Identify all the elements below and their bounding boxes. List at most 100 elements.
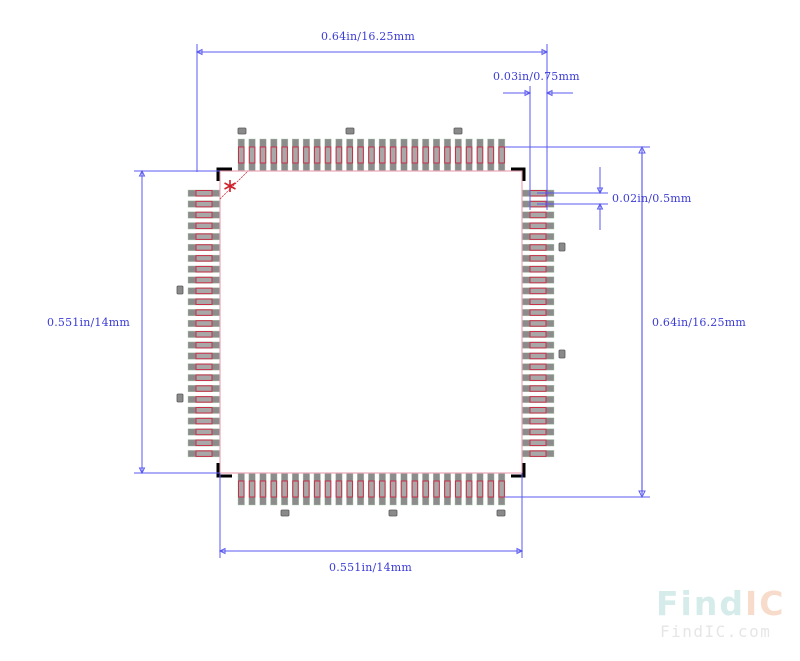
dimension-label-bottom-width: 0.551in/14mm xyxy=(329,561,413,574)
dimension-label-pad-length: 0.03in/0.75mm xyxy=(493,70,580,83)
pad-copper-outline xyxy=(195,385,213,392)
pad-copper-outline xyxy=(422,480,429,498)
pad-copper-outline xyxy=(529,374,547,381)
pads-left-column xyxy=(187,189,221,458)
pad-copper-outline xyxy=(529,450,547,457)
corner-mark-top-left xyxy=(216,167,232,181)
dimension-label-top-width: 0.64in/16.25mm xyxy=(321,30,415,43)
pad-copper-outline xyxy=(248,480,256,498)
pad-copper-outline xyxy=(195,233,213,240)
pad-copper-outline xyxy=(529,265,547,273)
pad-copper-outline xyxy=(529,341,547,349)
corner-mark-bottom-left xyxy=(216,463,232,478)
pad-copper-outline xyxy=(303,480,310,498)
pads-bottom-row xyxy=(237,472,506,506)
pad-copper-outline xyxy=(476,146,484,164)
pad-copper-outline xyxy=(529,320,547,327)
pad-copper-outline xyxy=(529,385,547,392)
pad-copper-outline xyxy=(498,146,505,164)
pad-copper-outline xyxy=(195,309,213,316)
pin1-chamfer-line xyxy=(219,170,249,200)
pad-copper-outline xyxy=(379,480,386,498)
pad-copper-outline xyxy=(529,309,547,316)
pad-copper-outline xyxy=(195,428,213,436)
pad-copper-outline xyxy=(324,480,332,498)
pad-copper-outline xyxy=(476,480,484,498)
pad-copper-outline xyxy=(195,298,213,305)
pad-copper-outline xyxy=(346,146,353,164)
pad-copper-outline xyxy=(303,146,310,164)
pad-copper-outline xyxy=(529,233,547,240)
pad-copper-outline xyxy=(379,146,386,164)
pad-copper-outline xyxy=(270,480,278,498)
pad-copper-outline xyxy=(389,480,397,498)
pad-copper-outline xyxy=(195,341,213,349)
pad-copper-outline xyxy=(259,146,267,164)
corner-mark-bottom-right xyxy=(511,463,526,478)
pad-copper-outline xyxy=(281,146,288,164)
pad-copper-outline xyxy=(281,480,288,498)
pad-copper-outline xyxy=(195,439,213,447)
pad-copper-outline xyxy=(195,255,213,262)
pad-copper-outline xyxy=(313,146,321,164)
pad-copper-outline xyxy=(346,480,353,498)
pads-right-column xyxy=(521,189,555,458)
pad-copper-outline xyxy=(368,480,375,498)
pad-copper-outline xyxy=(433,146,440,164)
pad-copper-outline xyxy=(195,320,213,327)
watermark-logo: FindIC xyxy=(656,586,785,622)
pad-copper-outline xyxy=(195,200,213,208)
pad-copper-outline xyxy=(259,480,267,498)
pad-copper-outline xyxy=(465,480,473,498)
pad-copper-outline xyxy=(195,287,213,295)
pad-copper-outline xyxy=(195,244,213,251)
pad-copper-outline xyxy=(529,417,547,425)
pad-copper-outline xyxy=(529,255,547,262)
pad-copper-outline xyxy=(444,480,451,498)
pad-copper-outline xyxy=(195,276,213,284)
pad-copper-outline xyxy=(529,439,547,447)
pads-top-row xyxy=(237,138,506,172)
pad-copper-outline xyxy=(529,407,547,414)
pad-copper-outline xyxy=(529,222,547,230)
corner-mark-top-right xyxy=(511,167,526,181)
pad-copper-outline xyxy=(195,417,213,425)
pad-copper-outline xyxy=(195,211,213,219)
pad-copper-outline xyxy=(324,146,332,164)
pad-copper-outline xyxy=(195,190,213,197)
pad-copper-outline xyxy=(238,146,245,164)
pad-copper-outline xyxy=(195,374,213,381)
fiducial-markers xyxy=(176,127,566,517)
pad-copper-outline xyxy=(455,480,462,498)
dimension-lines xyxy=(134,44,650,558)
watermark-logo-part1: Find xyxy=(656,584,745,623)
pad-copper-outline xyxy=(529,352,547,360)
pad-copper-outline xyxy=(400,480,408,498)
pad-copper-outline xyxy=(433,480,440,498)
dimension-label-left-height: 0.551in/14mm xyxy=(47,316,131,329)
pad-copper-outline xyxy=(487,480,495,498)
pad-copper-outline xyxy=(529,363,547,371)
pad-copper-outline xyxy=(529,276,547,284)
pad-copper-outline xyxy=(335,480,343,498)
pad-copper-outline xyxy=(248,146,256,164)
pad-copper-outline xyxy=(357,146,364,164)
pad-copper-outline xyxy=(389,146,397,164)
pad-copper-outline xyxy=(195,352,213,360)
pad-copper-outline xyxy=(195,407,213,414)
pad-copper-outline xyxy=(292,480,299,498)
pad-copper-outline xyxy=(422,146,429,164)
pad-copper-outline xyxy=(368,146,375,164)
pad-copper-outline xyxy=(411,480,419,498)
pad-copper-outline xyxy=(195,265,213,273)
pad-copper-outline xyxy=(465,146,473,164)
pad-copper-outline xyxy=(313,480,321,498)
pad-copper-outline xyxy=(292,146,299,164)
pad-copper-outline xyxy=(529,331,547,338)
pad-copper-outline xyxy=(400,146,408,164)
package-body-outline xyxy=(219,170,523,474)
pad-copper-outline xyxy=(195,222,213,230)
pad-copper-outline xyxy=(411,146,419,164)
dimension-label-pin-pitch: 0.02in/0.5mm xyxy=(612,192,692,205)
watermark-url: FindIC.com xyxy=(660,622,772,641)
